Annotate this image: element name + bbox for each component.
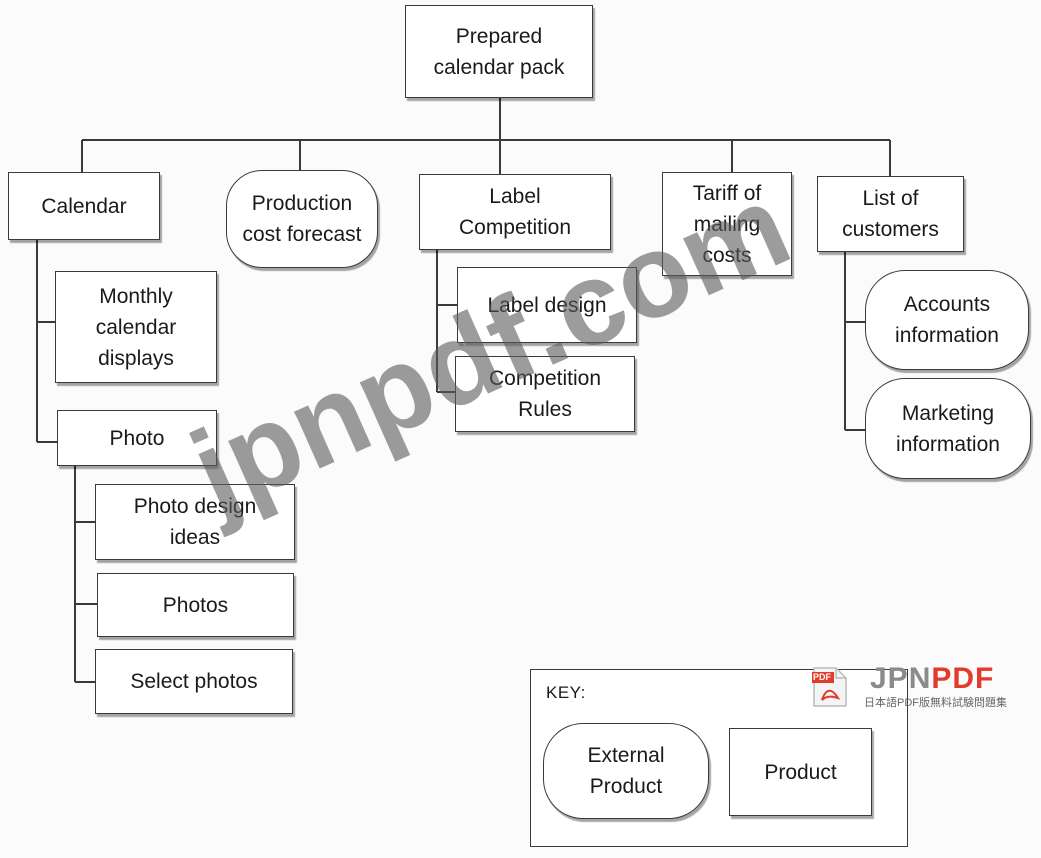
node-select-photos: Select photos <box>95 649 293 714</box>
logo-tagline: 日本語PDF版無料試験問題集 <box>864 697 1007 709</box>
node-marketing-information: Marketing information <box>865 378 1031 479</box>
key-external-product: External Product <box>543 723 709 819</box>
node-prepared-calendar-pack: Prepared calendar pack <box>405 5 593 98</box>
node-photo-design-ideas: Photo design ideas <box>95 484 295 560</box>
node-photos: Photos <box>97 573 294 637</box>
key-product: Product <box>729 728 872 816</box>
node-tariff-of-mailing-costs: Tariff of mailing costs <box>662 172 792 276</box>
node-calendar: Calendar <box>8 172 160 240</box>
node-competition-rules: Competition Rules <box>455 356 635 432</box>
pdf-badge-text: PDF <box>813 672 831 682</box>
node-label-competition: Label Competition <box>419 174 611 250</box>
jpnpdf-logo: PDF JPNPDF 日本語PDF版無料試験問題集 <box>812 662 1027 712</box>
key-title: KEY: <box>546 683 586 702</box>
node-photo: Photo <box>57 410 217 466</box>
node-label-design: Label design <box>457 267 637 343</box>
pdf-file-icon: PDF <box>812 666 850 708</box>
node-production-cost-forecast: Production cost forecast <box>226 170 378 268</box>
logo-brand-suffix: PDF <box>931 662 995 695</box>
node-accounts-information: Accounts information <box>865 270 1029 370</box>
node-monthly-calendar-displays: Monthly calendar displays <box>55 271 217 383</box>
logo-brand-prefix: JPN <box>870 662 932 695</box>
logo-brand: JPNPDF <box>870 662 994 696</box>
node-list-of-customers: List of customers <box>817 176 964 252</box>
